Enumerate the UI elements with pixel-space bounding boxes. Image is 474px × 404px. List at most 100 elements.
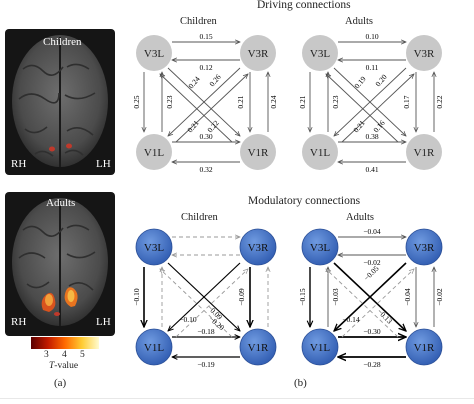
weight-label: −0.02 bbox=[363, 258, 381, 267]
node-v3r bbox=[239, 228, 277, 266]
node-v1r bbox=[406, 134, 442, 170]
node-v1r bbox=[239, 328, 277, 366]
weight-label: −0.03 bbox=[331, 288, 340, 306]
node-v1r bbox=[405, 328, 443, 366]
modulatory-adults-diagram: V3L V3R V1L V1R −0.04 −0.02 −0.15 −0.03 … bbox=[298, 227, 444, 369]
weight-label: 0.21 bbox=[298, 95, 307, 108]
weight-label: −0.28 bbox=[363, 360, 381, 369]
lh-label-children: LH bbox=[96, 158, 111, 170]
colorbar bbox=[31, 337, 99, 349]
weight-label: 0.15 bbox=[199, 32, 212, 41]
edge-v1l-v3r bbox=[175, 74, 248, 143]
weight-label: 0.22 bbox=[435, 95, 444, 108]
weight-label: 0.21 bbox=[236, 95, 245, 108]
weight-label: −0.09 bbox=[237, 288, 246, 306]
driving-children-title: Children bbox=[180, 16, 217, 27]
weight-label: 0.23 bbox=[331, 95, 340, 108]
edge-v3r-v1l bbox=[334, 67, 407, 136]
weight-label: −0.30 bbox=[363, 327, 381, 336]
panel-a-label: (a) bbox=[54, 377, 67, 389]
weight-label: 0.30 bbox=[199, 132, 212, 141]
colorbar-tick-5: 5 bbox=[80, 350, 85, 360]
weight-label: 0.17 bbox=[402, 95, 411, 108]
edge-v1l-v3r bbox=[341, 269, 414, 338]
node-label-v1l: V1L bbox=[144, 342, 164, 354]
node-label-v3r: V3R bbox=[414, 48, 435, 60]
node-v1r bbox=[240, 134, 276, 170]
node-v1l bbox=[302, 134, 338, 170]
modulatory-adults-title: Adults bbox=[346, 212, 375, 223]
brain-image-children bbox=[5, 29, 115, 175]
brain-image-adults bbox=[5, 192, 115, 336]
weight-label: −0.10 bbox=[179, 315, 197, 324]
weight-label: −0.13 bbox=[375, 307, 394, 326]
node-v3r bbox=[405, 228, 443, 266]
weight-label: −0.19 bbox=[197, 360, 215, 369]
weight-label: 0.11 bbox=[366, 63, 379, 72]
node-label-v3r: V3R bbox=[248, 242, 269, 254]
edge-v1r-v3l bbox=[326, 74, 399, 143]
node-label-v1l: V1L bbox=[310, 147, 330, 159]
node-label-v3r: V3R bbox=[414, 242, 435, 254]
node-v3r bbox=[240, 35, 276, 71]
node-label-v1r: V1R bbox=[414, 342, 435, 354]
node-v1l bbox=[136, 134, 172, 170]
driving-adults-title: Adults bbox=[345, 16, 374, 27]
node-v3l bbox=[301, 228, 339, 266]
lh-label-adults: LH bbox=[96, 316, 111, 328]
rh-label-adults: RH bbox=[11, 316, 27, 328]
edge-v1l-v3r bbox=[341, 74, 414, 143]
weight-label: 0.32 bbox=[199, 165, 212, 174]
weight-label: 0.10 bbox=[365, 32, 378, 41]
node-v3r bbox=[406, 35, 442, 71]
adults-brain-label: Adults bbox=[46, 197, 76, 209]
rh-label-children: RH bbox=[11, 158, 27, 170]
modulatory-children-diagram: V3L V3R V1L V1R −0.10 −0.09 −0.18 −0.19 … bbox=[132, 228, 277, 369]
node-v1l bbox=[135, 328, 173, 366]
weight-label: −0.10 bbox=[132, 288, 141, 306]
edge-v1r-v3l bbox=[160, 74, 233, 143]
edge-v1l-v3r bbox=[175, 269, 248, 338]
node-label-v3r: V3R bbox=[248, 48, 269, 60]
driving-adults-diagram: V3L V3R V1L V1R 0.10 0.11 0.38 0.41 0.21… bbox=[298, 32, 444, 174]
node-label-v1l: V1L bbox=[310, 342, 330, 354]
edge-v3r-v1l bbox=[334, 262, 407, 331]
weight-label: 0.38 bbox=[365, 132, 378, 141]
node-label-v1r: V1R bbox=[248, 147, 269, 159]
node-v1l bbox=[301, 328, 339, 366]
colorbar-tick-4: 4 bbox=[62, 350, 67, 360]
modulatory-connections-title: Modulatory connections bbox=[248, 195, 361, 207]
weight-label: 0.25 bbox=[132, 95, 141, 108]
weight-label: 0.24 bbox=[269, 95, 278, 108]
weight-label: −0.02 bbox=[435, 288, 444, 306]
weight-label: −0.04 bbox=[403, 288, 412, 306]
node-label-v3l: V3L bbox=[310, 242, 330, 254]
modulatory-children-title: Children bbox=[181, 212, 218, 223]
bottom-divider bbox=[0, 398, 474, 399]
node-label-v1r: V1R bbox=[414, 147, 435, 159]
edge-v1r-v3l bbox=[326, 269, 399, 338]
node-label-v3l: V3L bbox=[310, 48, 330, 60]
colorbar-tick-3: 3 bbox=[44, 350, 49, 360]
weight-label: 0.23 bbox=[165, 95, 174, 108]
edge-v3r-v1l bbox=[168, 262, 241, 331]
weight-label: 0.41 bbox=[365, 165, 378, 174]
weight-label: 0.12 bbox=[199, 63, 212, 72]
colorbar-title: T-value bbox=[49, 361, 79, 371]
driving-children-diagram: V3L V3R V1L V1R 0.15 0.12 0.30 0.32 0.25… bbox=[132, 32, 278, 174]
weight-label: −0.18 bbox=[197, 327, 215, 336]
panel-b-label: (b) bbox=[294, 377, 307, 389]
weight-label: −0.15 bbox=[298, 288, 307, 306]
node-label-v3l: V3L bbox=[144, 48, 164, 60]
node-label-v1r: V1R bbox=[248, 342, 269, 354]
node-v3l bbox=[302, 35, 338, 71]
node-v3l bbox=[136, 35, 172, 71]
node-label-v1l: V1L bbox=[144, 147, 164, 159]
edge-v3r-v1l bbox=[168, 67, 241, 136]
edge-v1r-v3l bbox=[160, 269, 233, 338]
weight-label: −0.14 bbox=[342, 315, 360, 324]
driving-connections-title: Driving connections bbox=[257, 0, 351, 11]
weight-label: −0.04 bbox=[363, 227, 381, 236]
node-v3l bbox=[135, 228, 173, 266]
